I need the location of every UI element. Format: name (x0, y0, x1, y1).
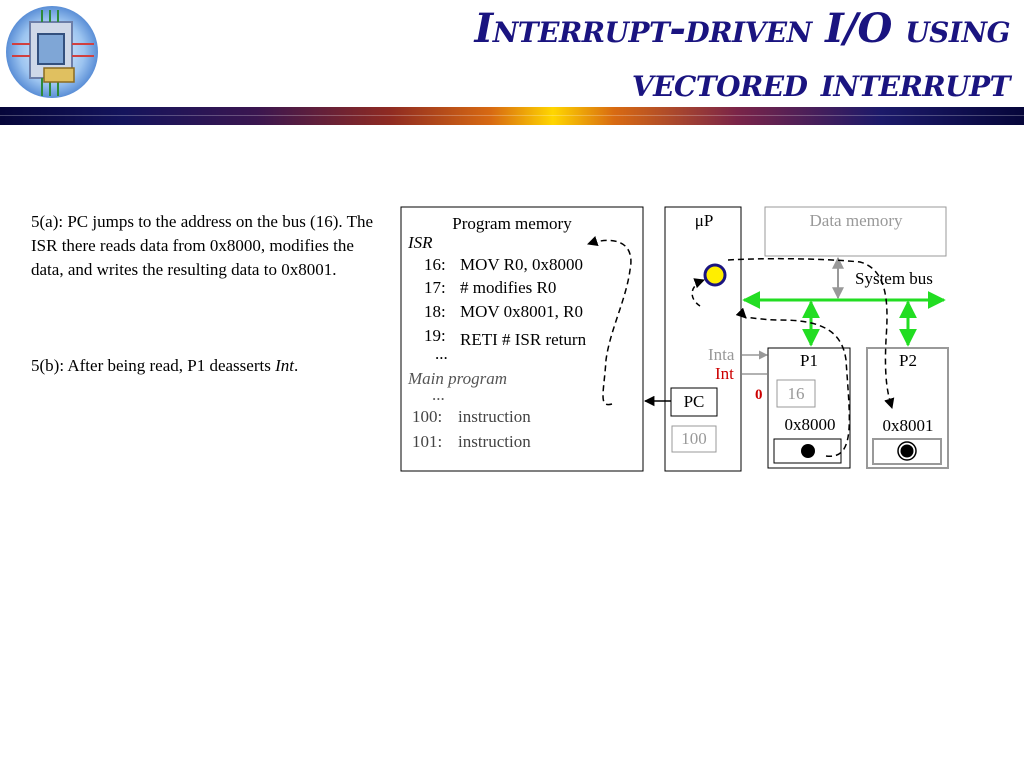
program-memory-title: Program memory (452, 214, 572, 233)
title-line-2: vectored interrupt (631, 59, 1011, 106)
processor-internal-dashed-arrow (691, 278, 705, 307)
title-divider-bar (0, 107, 1024, 125)
main-line-addr: 100: (412, 407, 442, 426)
pc-value: 100 (681, 429, 707, 448)
program-memory-box (400, 206, 644, 472)
int-signal-value: 0 (755, 387, 763, 403)
isr-line-addr: 16: (424, 255, 446, 274)
isr-flow-arrow (587, 236, 632, 406)
isr-line-addr: 17: (424, 278, 446, 297)
data-memory-box (764, 206, 947, 257)
pc-register (670, 387, 718, 417)
main-line-text: instruction (458, 432, 531, 451)
step-b-prefix: 5(b): After being read, P1 deasserts (31, 356, 276, 375)
p1-address: 0x8000 (785, 415, 836, 434)
main-line-text: instruction (458, 407, 531, 426)
inta-label: Inta (708, 345, 735, 364)
system-bus-label: System bus (855, 269, 933, 288)
main-program-label: Main program (407, 369, 507, 388)
isr-label: ISR (407, 233, 433, 252)
chip-logo-icon (6, 6, 98, 98)
step-b-int: Int (275, 356, 294, 375)
interrupt-led-icon (703, 263, 727, 287)
p1-data-dot-icon (801, 444, 815, 458)
p2-address: 0x8001 (883, 416, 934, 435)
p1-vector-box (776, 379, 816, 408)
isr-line-addr: 19: (424, 326, 446, 345)
isr-line-addr: 18: (424, 302, 446, 321)
isr-ellipsis: ... (435, 344, 448, 363)
isr-line-text: MOV 0x8001, R0 (460, 302, 583, 321)
p1-vector: 16 (788, 384, 805, 403)
pc-label: PC (684, 392, 705, 411)
isr-line-text: # modifies R0 (460, 278, 556, 297)
main-ellipsis: ... (432, 385, 445, 404)
processor-title: μP (695, 211, 714, 230)
step-a-text: 5(a): PC jumps to the address on the bus… (31, 212, 374, 279)
title-line-1: Interrupt-driven I/O using (474, 5, 1011, 52)
int-label: Int (715, 364, 734, 383)
p1-title: P1 (800, 351, 818, 370)
main-line-addr: 101: (412, 432, 442, 451)
p2-title: P2 (899, 351, 917, 370)
data-memory-title: Data memory (810, 211, 903, 230)
isr-line-text: MOV R0, 0x8000 (460, 255, 583, 274)
slide-title: Interrupt-driven I/O using vectored inte… (250, 2, 1011, 110)
p1-to-processor-dashed-arrow (735, 307, 851, 457)
processor-to-p2-dashed-arrow (727, 257, 895, 410)
isr-line-text: RETI # ISR return (460, 330, 587, 349)
step-b-suffix: . (293, 356, 299, 375)
step-b-text: 5(b): After being read, P1 deasserts Int… (31, 354, 376, 378)
p2-data-dot-inner-icon (900, 444, 914, 458)
pc-value-box (671, 425, 717, 453)
